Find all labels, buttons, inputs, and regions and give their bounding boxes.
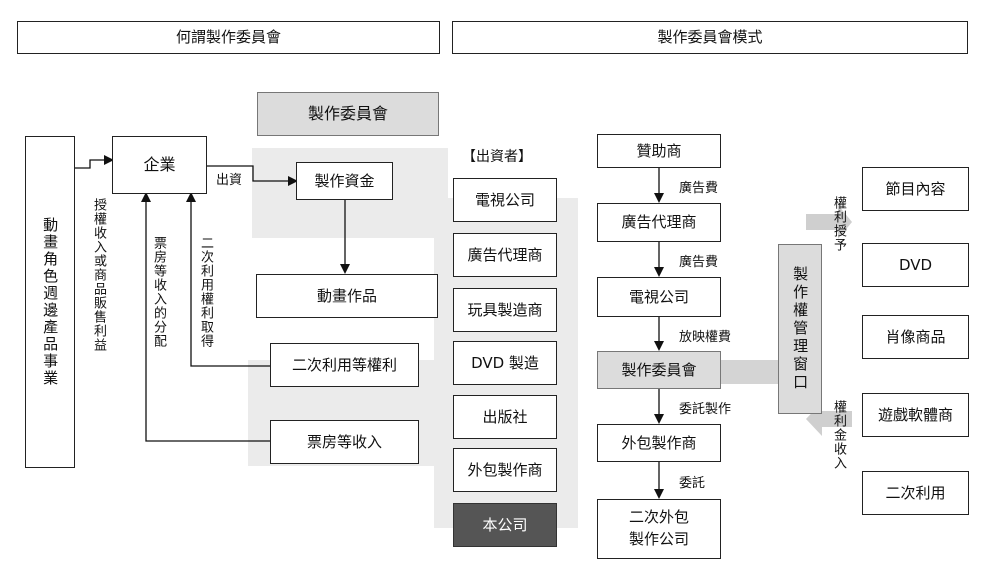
flow-committee: 製作委員會 bbox=[597, 351, 721, 389]
flow-tv: 電視公司 bbox=[597, 277, 721, 317]
header-right: 製作委員會模式 bbox=[452, 21, 968, 54]
investor-our-company: 本公司 bbox=[453, 503, 557, 547]
label-commission: 委託製作 bbox=[679, 402, 732, 417]
investor-subcontractor: 外包製作商 bbox=[453, 448, 557, 492]
investor-ad-agency: 廣告代理商 bbox=[453, 233, 557, 277]
label-entrust: 委託 bbox=[679, 476, 706, 491]
label-ad-fee-1: 廣告費 bbox=[679, 181, 719, 196]
flow-secondary-subcontract: 二次外包製作公司 bbox=[597, 499, 721, 559]
target-program-content: 節目內容 bbox=[862, 167, 969, 211]
target-dvd: DVD bbox=[862, 243, 969, 287]
box-office-box: 票房等收入 bbox=[270, 420, 419, 464]
label-secondary-use: 二次利用權利取得 bbox=[198, 236, 213, 348]
label-rights-grant: 權利授予 bbox=[831, 196, 846, 252]
rights-window-box: 製作權管理窗口 bbox=[778, 244, 822, 414]
label-ad-fee-2: 廣告費 bbox=[679, 255, 719, 270]
arrow-business-to-company bbox=[75, 155, 114, 169]
target-secondary-use: 二次利用 bbox=[862, 471, 969, 515]
flow-ad-agency: 廣告代理商 bbox=[597, 203, 721, 242]
label-broadcast-fee: 放映權費 bbox=[679, 330, 732, 345]
business-label: 動畫角色週邊產品事業 bbox=[41, 217, 60, 387]
rights-link-band bbox=[720, 360, 778, 384]
secondary-rights-box: 二次利用等權利 bbox=[270, 343, 419, 387]
label-invest: 出資 bbox=[216, 173, 243, 188]
business-box: 動畫角色週邊產品事業 bbox=[25, 136, 75, 468]
target-merchandise: 肖像商品 bbox=[862, 315, 969, 359]
flow-secondary-subcontract-label: 二次外包製作公司 bbox=[628, 508, 689, 548]
committee-title-box: 製作委員會 bbox=[257, 92, 439, 136]
arrow-rights-grant bbox=[806, 205, 852, 239]
header-left: 何謂製作委員會 bbox=[17, 21, 440, 54]
label-license-income: 授權收入或商品販售利益 bbox=[91, 198, 106, 352]
investor-tv: 電視公司 bbox=[453, 178, 557, 222]
investor-publisher: 出版社 bbox=[453, 395, 557, 439]
arrow-boxoffice-to-company bbox=[141, 192, 270, 442]
funds-box: 製作資金 bbox=[296, 162, 393, 200]
investor-toy-maker: 玩具製造商 bbox=[453, 288, 557, 332]
flow-subcontractor: 外包製作商 bbox=[597, 424, 721, 462]
company-box: 企業 bbox=[112, 136, 207, 194]
arrow-company-to-funds bbox=[207, 165, 298, 186]
arrow-rights-to-company bbox=[186, 192, 270, 367]
flow-sponsor: 贊助商 bbox=[597, 134, 721, 168]
investor-dvd: DVD 製造 bbox=[453, 341, 557, 385]
label-rights-income: 權利金收入 bbox=[831, 400, 846, 470]
label-box-office-share: 票房等收入的分配 bbox=[151, 236, 166, 348]
target-game-software: 遊戲軟體商 bbox=[862, 393, 969, 437]
anime-box: 動畫作品 bbox=[256, 274, 438, 318]
investors-title: 【出資者】 bbox=[462, 149, 532, 165]
rights-window-label: 製作權管理窗口 bbox=[791, 266, 810, 392]
